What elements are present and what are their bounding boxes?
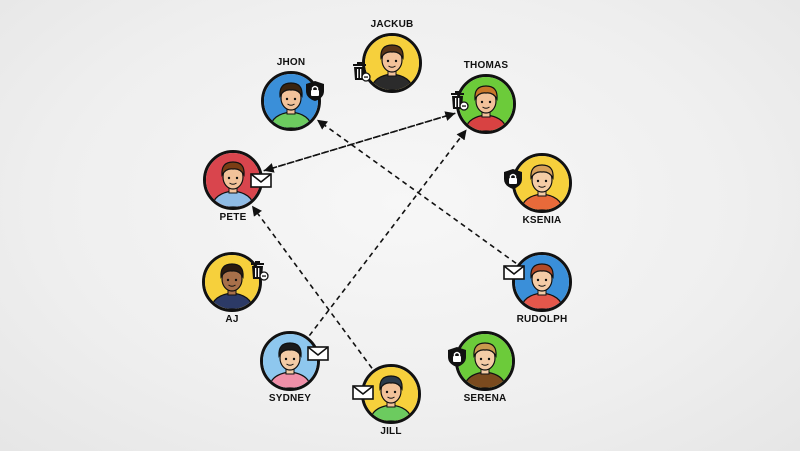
arrow-thomas-to-pete (263, 112, 456, 173)
lock-icon[interactable] (446, 346, 468, 368)
person-node-serena[interactable]: SERENA (448, 331, 515, 404)
person-node-jill[interactable]: JILL (352, 364, 421, 437)
person-node-sydney[interactable]: SYDNEY (260, 331, 329, 404)
mail-icon[interactable] (352, 381, 374, 403)
person-node-thomas[interactable]: THOMAS (451, 60, 516, 134)
person-node-jackub[interactable]: JACKUB (353, 19, 422, 93)
avatar (512, 153, 572, 213)
arrow-sydney-to-thomas (308, 129, 467, 337)
mail-icon[interactable] (503, 261, 525, 283)
person-name-label: SYDNEY (268, 393, 312, 404)
avatar (455, 331, 515, 391)
person-name-label: PETE (219, 212, 247, 223)
avatar (202, 252, 262, 312)
person-node-aj[interactable]: AJ (202, 252, 269, 325)
lock-icon[interactable] (502, 168, 524, 190)
person-name-label: AJ (225, 314, 239, 325)
trash-icon[interactable] (447, 89, 469, 111)
person-name-label: KSENIA (522, 215, 562, 226)
person-name-label: JHON (276, 57, 306, 68)
person-name-label: JILL (380, 426, 402, 437)
trash-icon[interactable] (349, 60, 371, 82)
person-node-ksenia[interactable]: KSENIA (504, 153, 572, 226)
person-name-label: RUDOLPH (516, 314, 568, 325)
person-node-pete[interactable]: PETE (203, 150, 272, 223)
avatar (362, 33, 422, 93)
avatar (456, 74, 516, 134)
avatar (512, 252, 572, 312)
person-name-label: JACKUB (370, 19, 414, 30)
lock-icon[interactable] (304, 80, 326, 102)
mail-icon[interactable] (307, 342, 329, 364)
person-node-jhon[interactable]: JHON (261, 57, 324, 131)
person-name-label: THOMAS (463, 60, 509, 71)
trash-icon[interactable] (247, 259, 269, 281)
arrow-jill-to-pete (252, 205, 373, 369)
avatar (260, 331, 320, 391)
mail-icon[interactable] (250, 169, 272, 191)
person-node-rudolph[interactable]: RUDOLPH (503, 252, 572, 325)
person-name-label: SERENA (463, 393, 507, 404)
arrow-rudolph-to-jhon (316, 119, 517, 264)
